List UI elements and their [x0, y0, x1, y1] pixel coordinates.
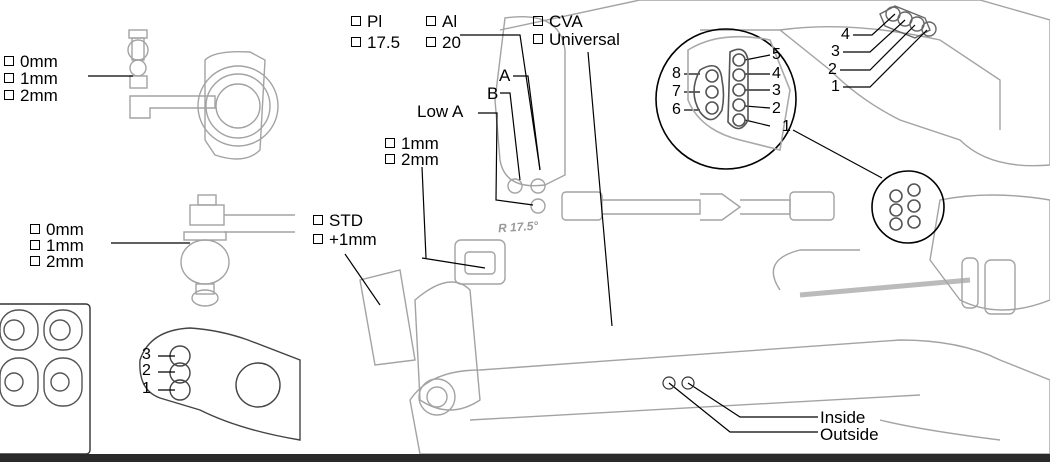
camber-hole-4: 4 — [772, 65, 781, 82]
camber-hole-3: 3 — [772, 82, 781, 99]
checkbox[interactable] — [426, 16, 436, 26]
main-assembly — [359, 0, 1050, 455]
upper-spacer-2mm[interactable]: 2mm — [385, 150, 439, 169]
camber-hole-6: 6 — [672, 101, 681, 118]
top-plate-holes — [879, 5, 937, 39]
checkbox[interactable] — [4, 73, 14, 83]
top-spacer-option-0[interactable]: 0mm — [4, 52, 58, 71]
bottom-border — [0, 454, 1050, 462]
camber-hole-2: 2 — [772, 100, 781, 117]
cva-option[interactable]: CVA — [533, 12, 583, 31]
caster-b-label: B — [487, 84, 499, 103]
button-panel — [0, 303, 91, 455]
ball-stud-mid — [180, 194, 295, 307]
caster-low-a-label: Low A — [417, 102, 464, 121]
checkbox[interactable] — [533, 16, 543, 26]
checkbox[interactable] — [30, 256, 40, 266]
upper-spacer-1mm[interactable]: 1mm — [385, 134, 439, 153]
camber-hole-5: 5 — [772, 46, 781, 63]
rc-option-17-5[interactable]: 17.5 — [351, 33, 400, 52]
checkbox[interactable] — [313, 215, 323, 225]
rc-option-pl[interactable]: Pl — [351, 12, 382, 31]
arm-hole-number: 3 — [142, 346, 151, 363]
camber-hole-1: 1 — [782, 118, 791, 135]
caster-a-label: A — [499, 66, 511, 85]
checkbox[interactable] — [30, 224, 40, 234]
camber-holes-magnified — [687, 35, 921, 231]
mid-spacer-option-1[interactable]: 1mm — [30, 236, 84, 255]
mid-spacer-option-0[interactable]: 0mm — [30, 220, 84, 239]
top-hole-3: 3 — [831, 43, 840, 60]
steering-block-top — [127, 29, 279, 160]
top-hole-2: 2 — [828, 61, 837, 78]
arm-hole-number: 1 — [142, 380, 151, 397]
rc-option-20[interactable]: 20 — [426, 33, 461, 52]
camber-hole-7: 7 — [672, 83, 681, 100]
top-spacer-option-2[interactable]: 2mm — [4, 86, 58, 105]
checkbox[interactable] — [313, 234, 323, 244]
checkbox[interactable] — [351, 16, 361, 26]
mid-spacer-option-2[interactable]: 2mm — [30, 252, 84, 271]
checkbox[interactable] — [426, 37, 436, 47]
arm-inside-label: Inside — [820, 408, 866, 427]
axle-plus1-option[interactable]: +1mm — [313, 230, 377, 249]
top-hole-1: 1 — [831, 78, 840, 95]
block-stamp: R 17.5° — [497, 218, 539, 236]
rc-option-al[interactable]: Al — [426, 12, 457, 31]
axle-std-option[interactable]: STD — [313, 211, 363, 230]
universal-option[interactable]: Universal — [533, 30, 620, 49]
checkbox[interactable] — [351, 37, 361, 47]
checkbox[interactable] — [385, 138, 395, 148]
checkbox[interactable] — [30, 240, 40, 250]
arm-hole-number: 2 — [142, 362, 151, 379]
arm-plate — [139, 327, 301, 441]
checkbox[interactable] — [4, 90, 14, 100]
top-hole-4: 4 — [841, 26, 850, 43]
top-spacer-option-1[interactable]: 1mm — [4, 69, 58, 88]
arm-outside-label: Outside — [820, 425, 879, 444]
checkbox[interactable] — [385, 154, 395, 164]
checkbox[interactable] — [533, 34, 543, 44]
camber-hole-8: 8 — [672, 65, 681, 82]
checkbox[interactable] — [4, 56, 14, 66]
